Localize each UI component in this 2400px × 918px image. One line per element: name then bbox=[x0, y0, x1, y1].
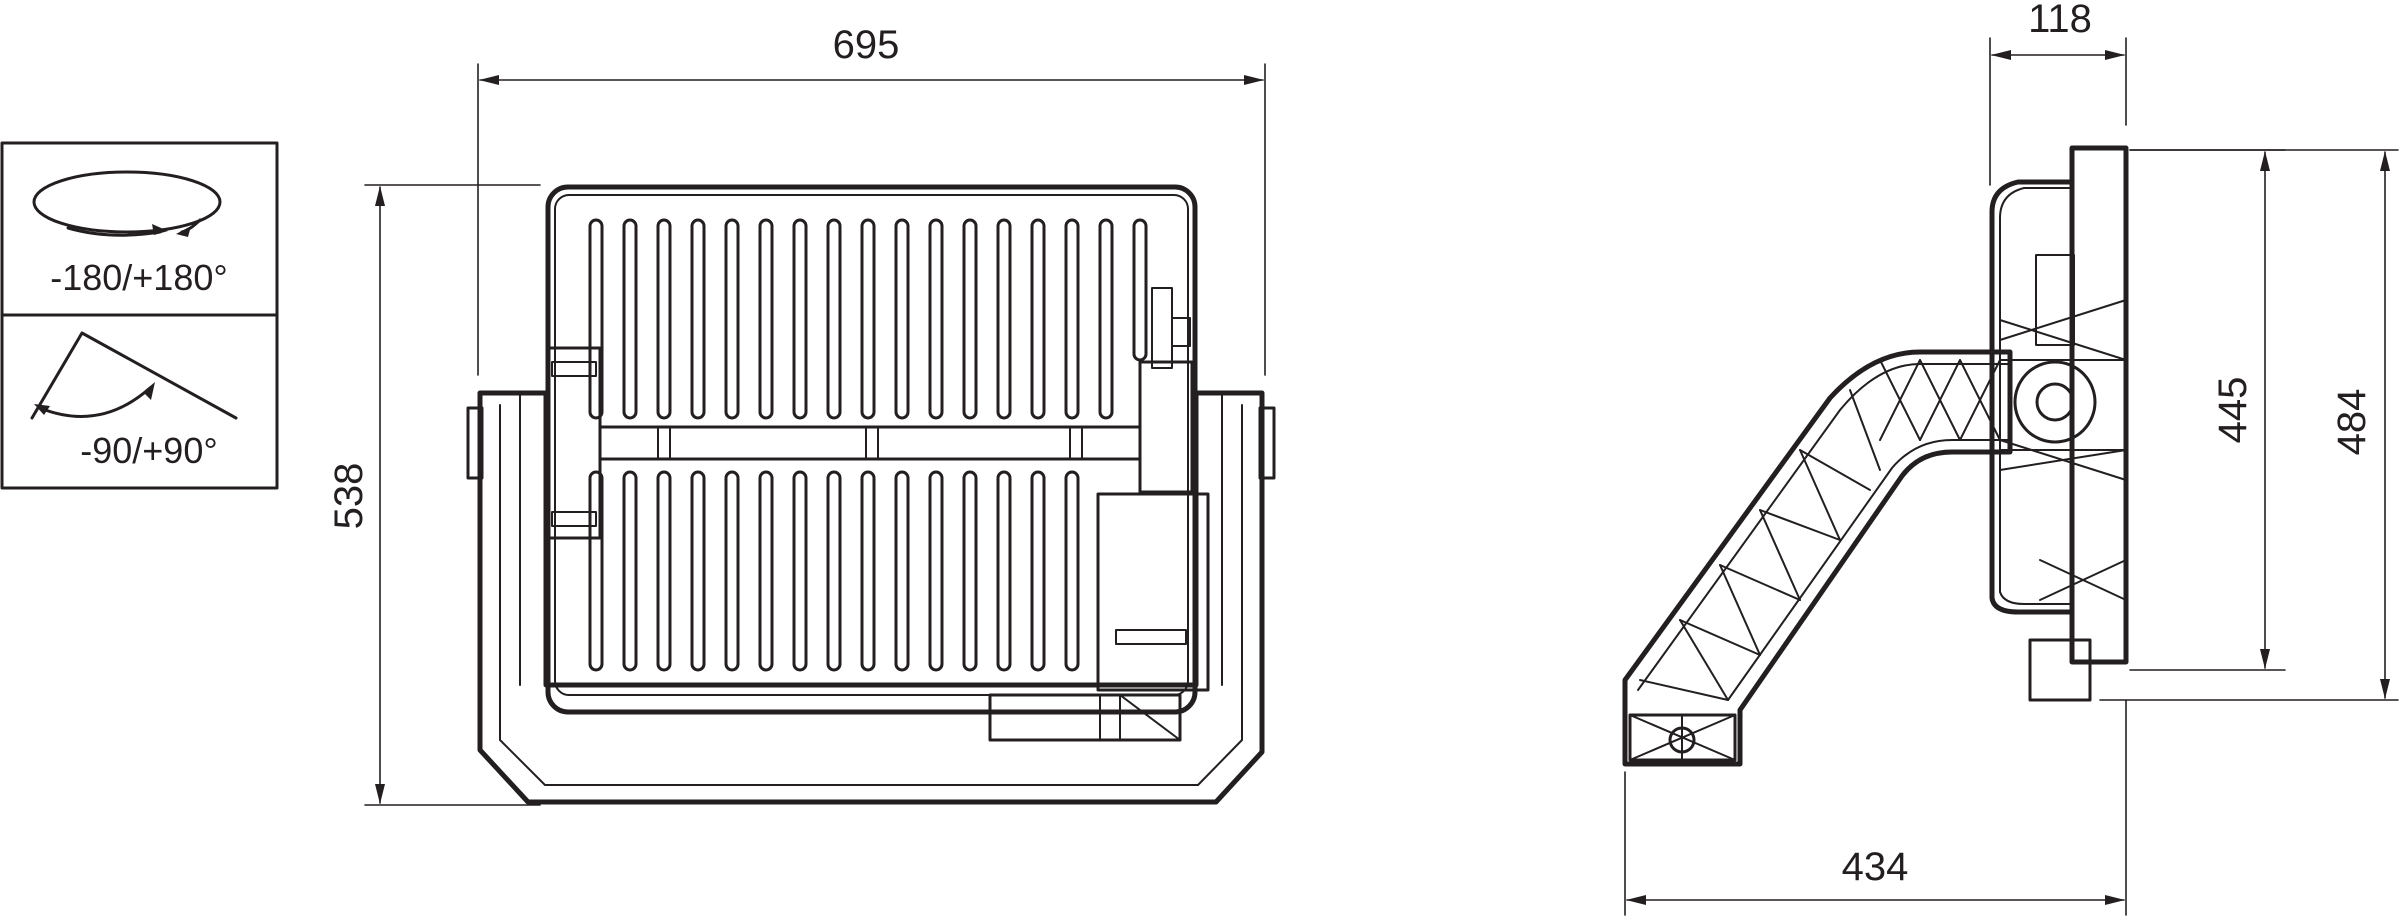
side-arm bbox=[1622, 349, 2013, 767]
dimension-reach-label: 434 bbox=[1842, 845, 1909, 889]
dimension-depth-label: 118 bbox=[2028, 0, 2092, 41]
vertical-rotation-icon bbox=[30, 331, 238, 420]
vertical-rotation-label: -90/+90° bbox=[80, 430, 218, 471]
horizontal-rotation-icon bbox=[32, 170, 222, 237]
dimension-inner-height bbox=[2129, 149, 2286, 671]
front-housing bbox=[545, 184, 1210, 742]
rotation-legend: -180/+180° -90/+90° bbox=[0, 141, 279, 490]
dimension-width bbox=[477, 63, 1266, 376]
horizontal-rotation-label: -180/+180° bbox=[50, 257, 228, 298]
dimension-outer-height-label: 484 bbox=[2330, 389, 2374, 456]
dimension-width-label: 695 bbox=[833, 23, 900, 67]
dimension-height-label: 538 bbox=[327, 463, 371, 530]
side-housing bbox=[1989, 145, 2129, 702]
dimension-depth bbox=[1989, 37, 2127, 186]
dimension-reach bbox=[1624, 699, 2127, 916]
dimension-outer-height bbox=[2099, 149, 2399, 701]
front-view: 695 538 bbox=[327, 23, 1276, 806]
dimension-height bbox=[364, 184, 541, 806]
dimension-inner-height-label: 445 bbox=[2211, 377, 2255, 444]
side-view: 118 445 484 434 bbox=[1622, 0, 2399, 916]
